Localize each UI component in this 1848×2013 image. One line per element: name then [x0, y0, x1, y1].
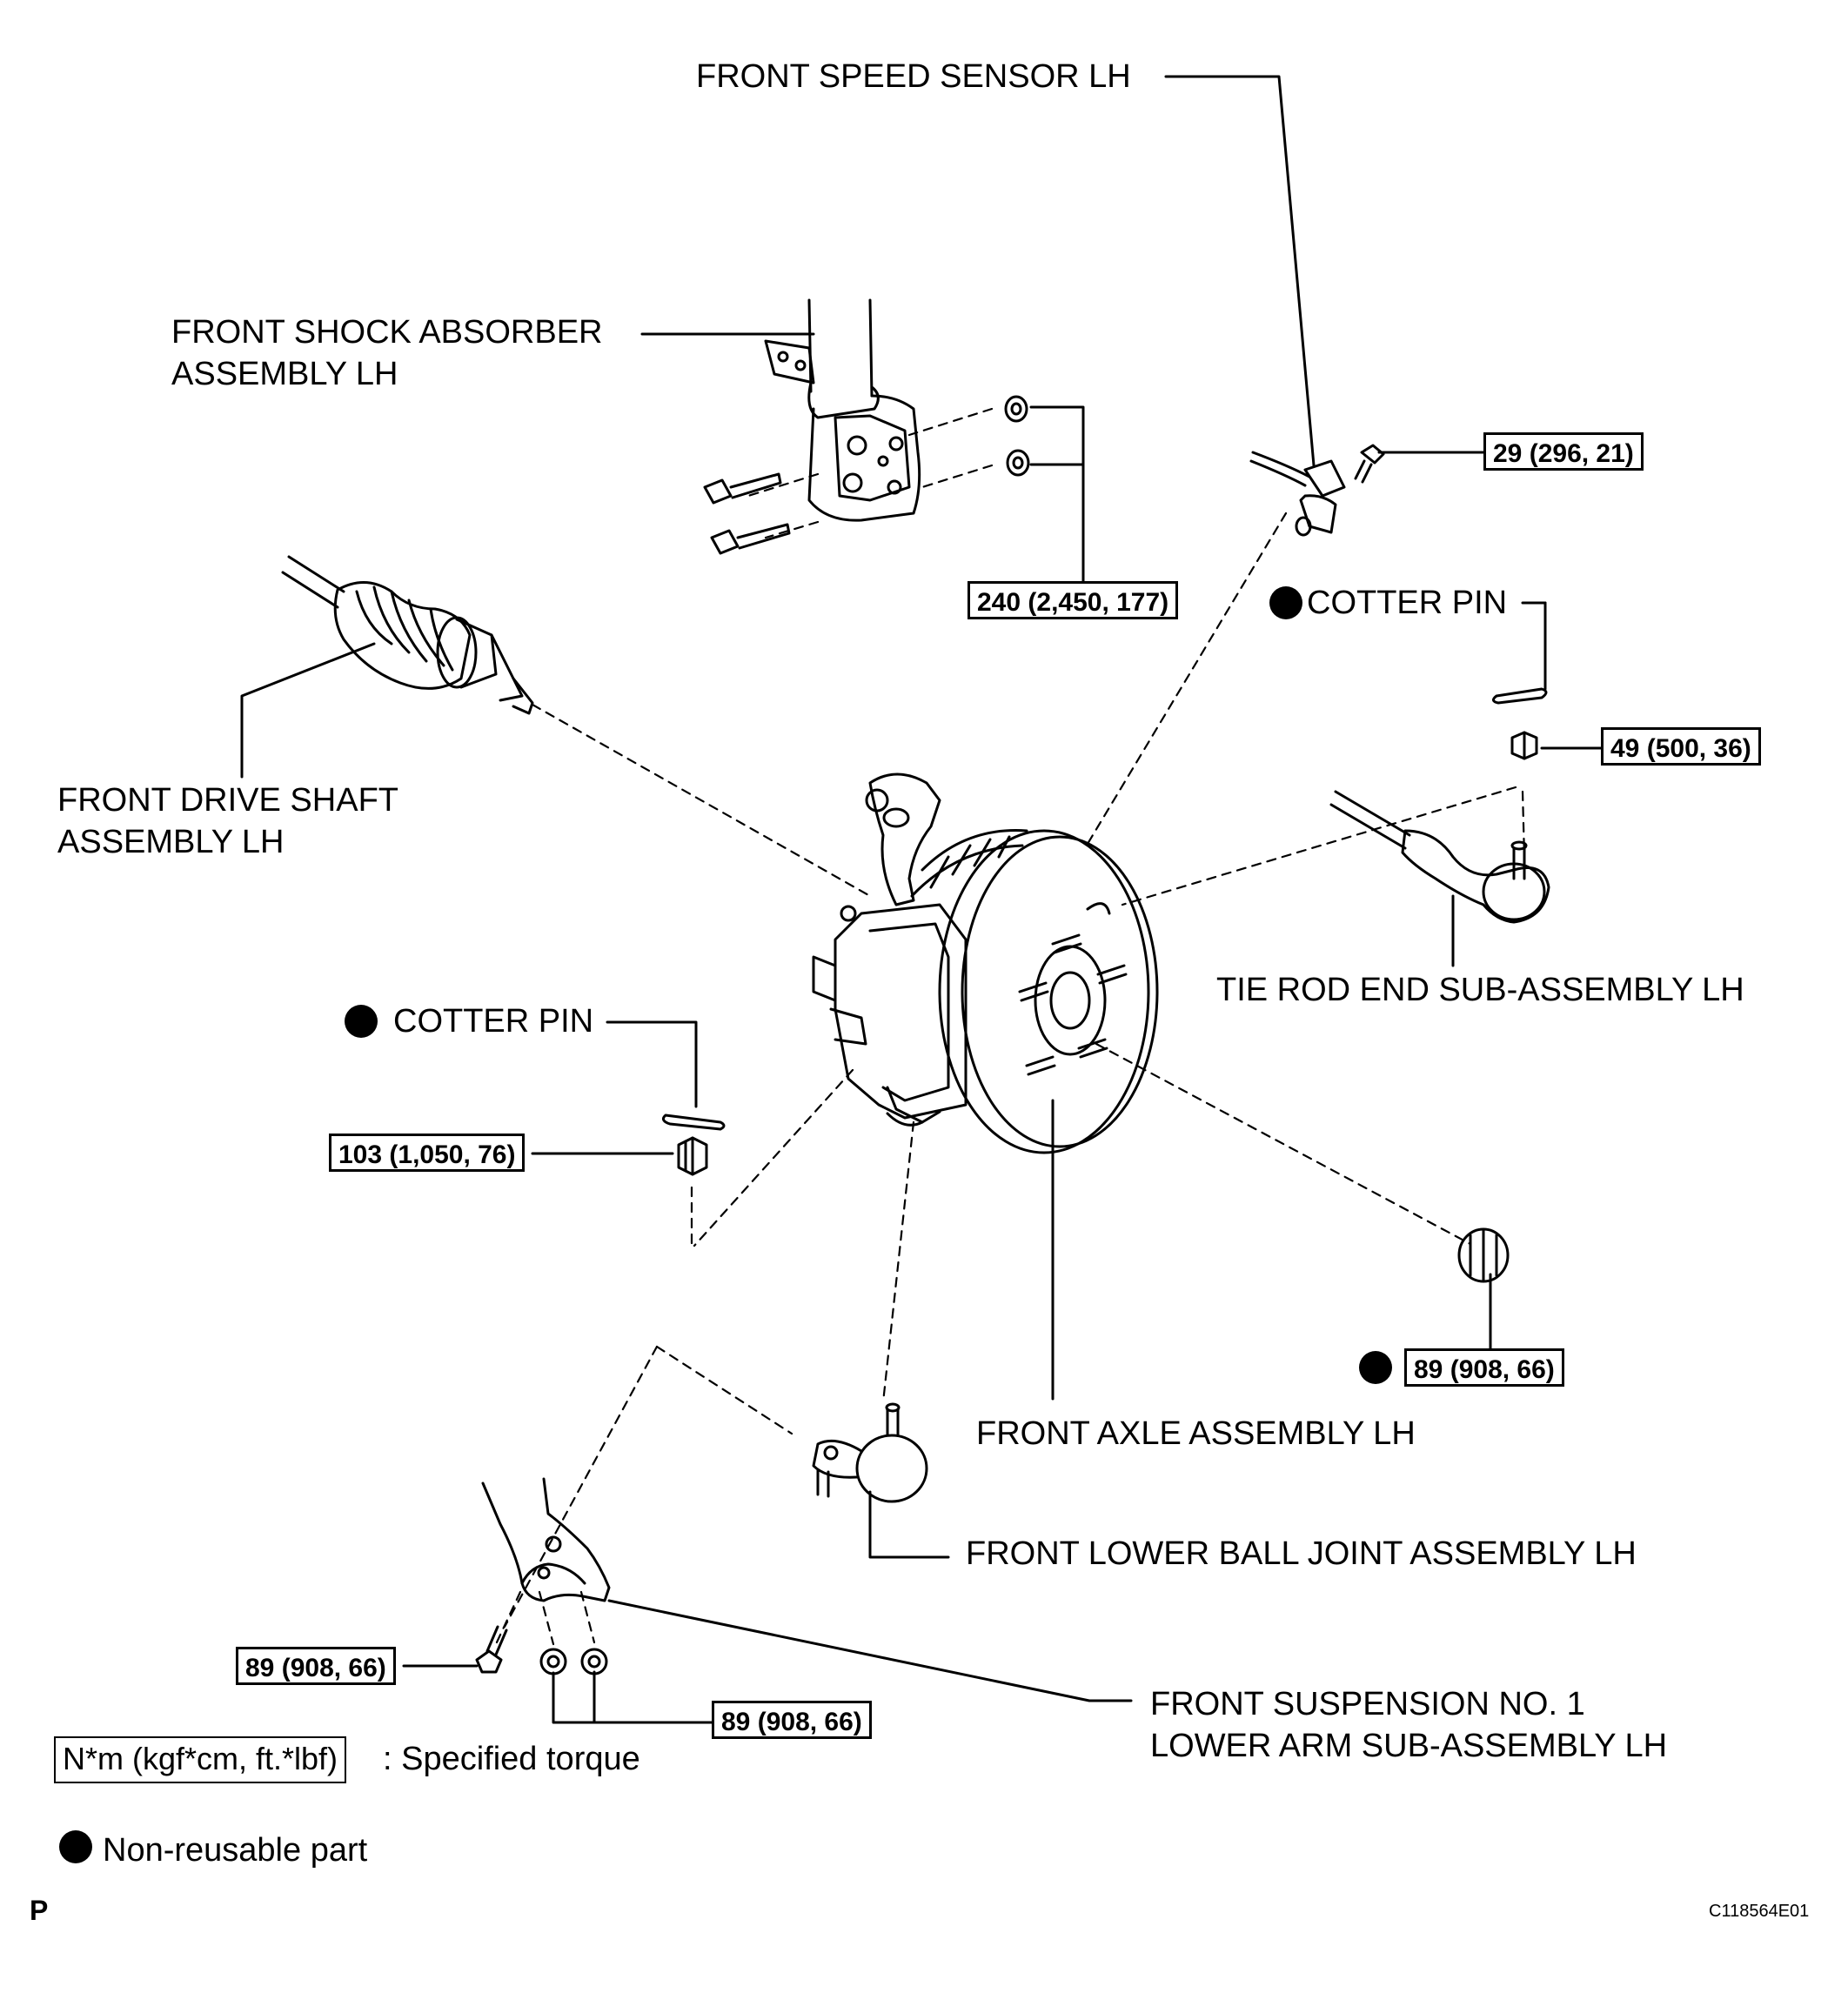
label-lower-arm-line2: LOWER ARM SUB-ASSEMBLY LH: [1150, 1728, 1668, 1764]
legend-torque-text: : Specified torque: [383, 1741, 640, 1777]
front-axle: [812, 772, 1159, 1154]
shock-nuts: [1004, 395, 1030, 477]
figure-id: C118564E01: [1709, 1902, 1810, 1921]
shock-bolts: [703, 472, 791, 555]
ball-joint-nut: [677, 1136, 708, 1176]
label-lower-arm-line1: FRONT SUSPENSION NO. 1: [1150, 1686, 1585, 1722]
label-cotter-pin-lower: COTTER PIN: [393, 1003, 594, 1040]
leader-lines: [240, 75, 1603, 1724]
corner-mark-p: P: [30, 1895, 49, 1926]
tie-rod-nut: [1510, 731, 1538, 760]
axle-hub-nut: [1457, 1227, 1510, 1283]
torque-lower-arm-bolt: 89 (908, 66): [236, 1647, 396, 1685]
label-lower-ball-joint: FRONT LOWER BALL JOINT ASSEMBLY LH: [966, 1535, 1637, 1572]
legend-nonreusable-marker: [59, 1830, 92, 1863]
lower-ball-joint: [812, 1402, 928, 1503]
torque-ball-joint-nut: 103 (1,050, 76): [329, 1134, 526, 1172]
nonreusable-marker-axle-hub-nut: [1359, 1351, 1392, 1384]
label-cotter-pin-upper: COTTER PIN: [1307, 585, 1508, 621]
label-drive-shaft-line2: ASSEMBLY LH: [57, 824, 285, 860]
sensor-bolt: [1354, 444, 1385, 484]
cotter-pin-lower: [661, 1114, 726, 1131]
label-tie-rod-end: TIE ROD END SUB-ASSEMBLY LH: [1216, 972, 1744, 1008]
drive-shaft: [281, 555, 534, 715]
label-front-speed-sensor: FRONT SPEED SENSOR LH: [696, 58, 1131, 95]
legend-nonreusable-text: Non-reusable part: [103, 1832, 368, 1869]
lower-arm-bolt: [475, 1625, 508, 1674]
lower-arm-nuts: [539, 1648, 608, 1675]
assembly-dashed-lines: [494, 407, 1526, 1646]
torque-axle-hub-nut: 89 (908, 66): [1404, 1348, 1564, 1387]
legend-torque-unit-box: N*m (kgf*cm, ft.*lbf): [54, 1736, 347, 1783]
speed-sensor: [1249, 451, 1346, 537]
label-shock-absorber-line1: FRONT SHOCK ABSORBER: [171, 314, 603, 351]
label-shock-absorber-line2: ASSEMBLY LH: [171, 356, 398, 392]
lower-arm: [481, 1477, 611, 1602]
nonreusable-marker-cotter-pin-upper: [1269, 586, 1302, 619]
nonreusable-marker-cotter-pin-lower: [345, 1005, 378, 1038]
shock-absorber: [764, 298, 921, 522]
torque-shock-bolts: 240 (2,450, 177): [968, 581, 1179, 619]
torque-lower-arm-nuts: 89 (908, 66): [712, 1701, 872, 1739]
torque-tie-rod-nut: 49 (500, 36): [1601, 727, 1761, 766]
label-drive-shaft-line1: FRONT DRIVE SHAFT: [57, 782, 398, 819]
cotter-pin-upper: [1492, 687, 1548, 705]
torque-speed-sensor-bolt: 29 (296, 21): [1483, 432, 1644, 471]
tie-rod-end: [1329, 790, 1550, 924]
label-front-axle: FRONT AXLE ASSEMBLY LH: [976, 1415, 1416, 1452]
